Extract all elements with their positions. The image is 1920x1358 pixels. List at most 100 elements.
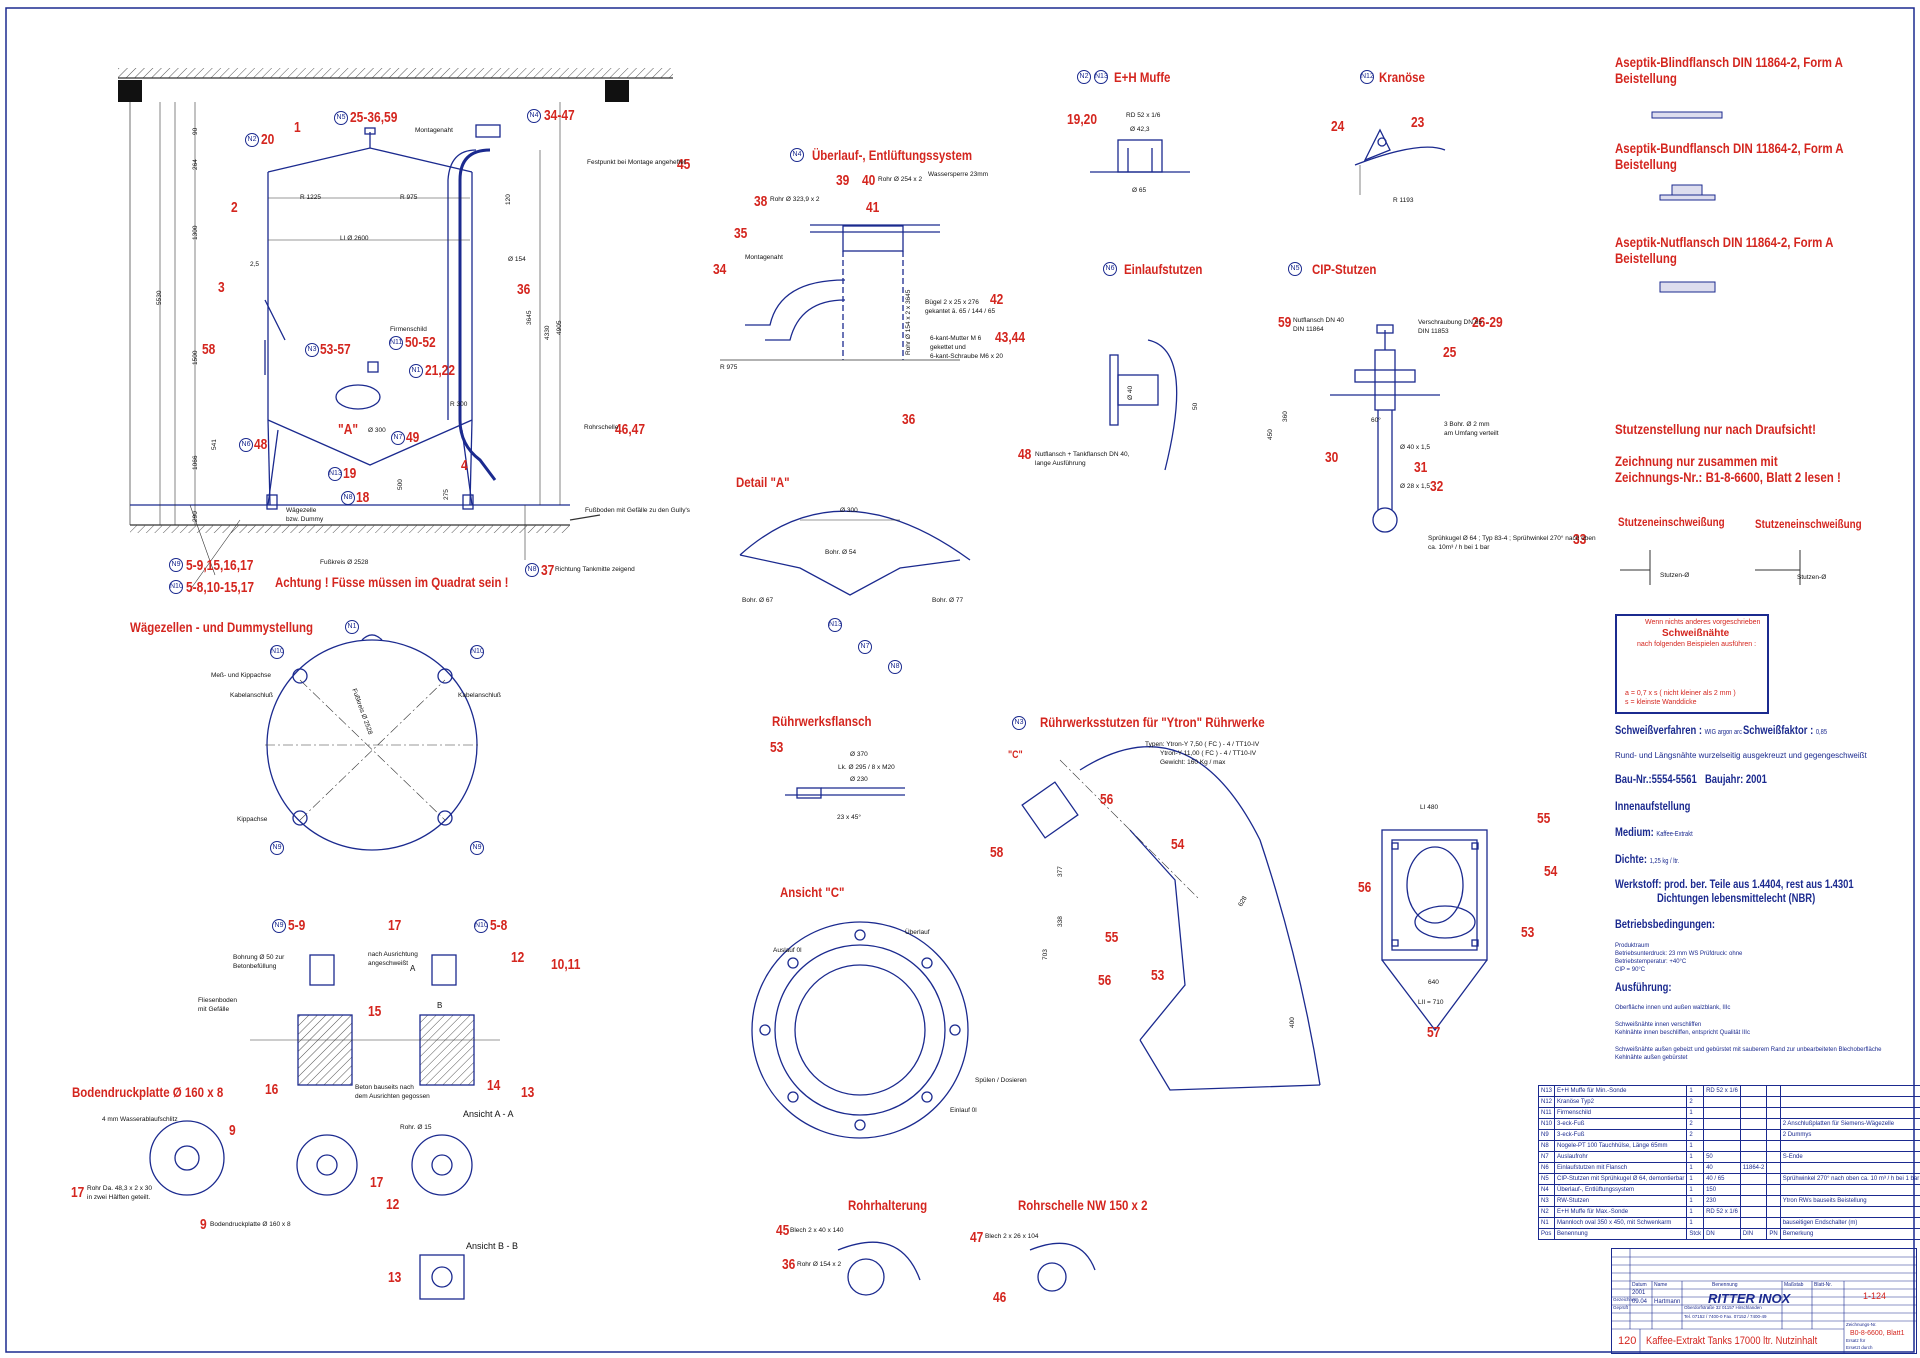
title-block-grid: [1612, 1249, 1916, 1353]
bom-cell: N2: [1537, 1206, 1556, 1218]
note-build-no: Bau-Nr.:5554-5561: [1615, 774, 1697, 786]
bom-cell: 40 / 65: [1703, 1173, 1741, 1185]
weld-note-line1: Wenn nichts anderes vorgeschrieben: [1645, 619, 1761, 626]
tb-label-replaces: Ersatz für: [1846, 1338, 1866, 1343]
note-medium: Medium: Kaffee-Extrakt: [1615, 827, 1693, 839]
dim-90: 90: [192, 127, 199, 135]
bom-cell: [1766, 1217, 1781, 1229]
callout-48: 48: [254, 436, 268, 453]
dim-cip-360: 360: [1282, 411, 1289, 422]
label-pipe-clamp: Rohrschelle: [584, 424, 619, 431]
note-exec-5: Kehlnähte außen gebürstet: [1615, 1055, 1688, 1061]
label-din-2: DIN 11853: [1418, 328, 1449, 335]
bom-cell: [1703, 1140, 1741, 1152]
callout-45b: 45: [776, 1222, 790, 1239]
label-r975: R 975: [720, 364, 738, 371]
title-block: Datum Name Benennung Maßstab Blatt-Nr. G…: [1611, 1248, 1917, 1354]
nozzle-marker-n6b: N6: [1103, 262, 1117, 276]
label-nozzle-d-2: Stutzen-Ø: [1797, 574, 1827, 581]
bom-cell: 40: [1703, 1162, 1741, 1174]
nozzle-marker-n9b: N9: [270, 841, 284, 855]
bom-cell: [1766, 1140, 1781, 1152]
bom-cell: [1739, 1085, 1768, 1097]
label-concrete: Beton bauseits nach: [355, 1084, 414, 1091]
bom-cell: [1779, 1107, 1920, 1119]
tb-label-scale: Maßstab: [1784, 1282, 1804, 1288]
bom-cell: 1: [1686, 1195, 1705, 1207]
load-cell-plan: [265, 634, 478, 851]
bom-cell: N11: [1537, 1107, 1556, 1119]
bom-cell: Stck: [1686, 1228, 1705, 1240]
callout-3: 3: [218, 279, 225, 296]
heading-kranose: Kranöse: [1379, 69, 1425, 85]
bom-cell: [1766, 1151, 1781, 1163]
label-holes-2: am Umfang verteilt: [1444, 430, 1499, 437]
label-assembly-seam-2: Montagenaht: [745, 254, 783, 261]
callout-25-36: 25-36,59: [350, 109, 398, 126]
callout-57: 57: [1427, 1024, 1441, 1041]
label-types-2: Ytron-Y 11,00 ( FC ) - 4 / TT10-IV: [1160, 750, 1257, 757]
callout-54: 54: [1171, 836, 1185, 853]
note-drawing-ref-2: Zeichnungs-Nr.: B1-8-6600, Blatt 2 lesen…: [1615, 469, 1841, 485]
foot-details: [149, 954, 500, 1300]
bom-cell: S-Ende: [1779, 1151, 1920, 1163]
callout-17c: 17: [370, 1174, 384, 1191]
callout-54b: 54: [1544, 863, 1558, 880]
agitator-nozzle-drawing: [1021, 746, 1321, 1091]
dim-cip-60: 60°: [1371, 417, 1381, 424]
company-logo: RITTER INOX: [1708, 1291, 1791, 1306]
dim-541: 541: [211, 439, 218, 450]
heading-groove-flange: Aseptik-Nutflansch DIN 11864-2, Form A: [1615, 234, 1834, 250]
callout-36b: 36: [902, 411, 916, 428]
dim-275: 275: [443, 489, 450, 500]
bom-cell: Pos: [1537, 1228, 1556, 1240]
dim-inlet-d40: Ø 40: [1127, 385, 1134, 400]
label-section-b: B: [437, 1001, 443, 1010]
warning-feet-square: Achtung ! Füsse müssen im Quadrat sein !: [275, 574, 509, 590]
nozzle-marker-n8c: N8: [888, 660, 902, 674]
nozzle-marker-n13c: N13: [828, 618, 842, 632]
label-groove-flange-2: lange Ausführung: [1035, 460, 1086, 467]
label-dummy: bzw. Dummy: [286, 516, 324, 523]
bom-cell: 2 Dummys: [1779, 1129, 1920, 1141]
bom-cell: 2: [1686, 1129, 1705, 1141]
callout-42: 42: [990, 291, 1004, 308]
callout-30: 30: [1325, 449, 1339, 466]
callout-56c: 56: [1358, 879, 1372, 896]
heading-pipe-support: Rohrhalterung: [848, 1197, 928, 1213]
heading-blind-flange: Aseptik-Blindflansch DIN 11864-2, Form A: [1615, 54, 1843, 70]
callout-13b: 13: [388, 1269, 402, 1286]
label-bore-77: Bohr. Ø 77: [932, 597, 964, 604]
label-pipe-323: Rohr Ø 323,9 x 2: [770, 196, 820, 203]
callout-21-22: 21,22: [425, 362, 456, 379]
callout-36: 36: [517, 281, 531, 298]
bom-cell: [1766, 1129, 1781, 1141]
note-exec-2: Schweißnähte innen verschliffen: [1615, 1022, 1702, 1028]
callout-45: 45: [677, 156, 691, 173]
weld-note-line2: Schweißnähte: [1662, 628, 1730, 639]
bom-cell: 1: [1686, 1162, 1705, 1174]
note-execution: Ausführung:: [1615, 982, 1672, 994]
tank-elevation: [118, 68, 673, 533]
bom-cell: 1: [1686, 1151, 1705, 1163]
bom-cell: 1: [1686, 1184, 1705, 1196]
weld-note-box: Wenn nichts anderes vorgeschrieben Schwe…: [1615, 614, 1769, 714]
bom-cell: Benennung: [1554, 1228, 1688, 1240]
dim-4905: 4905: [556, 320, 563, 335]
label-din: DIN 11864: [1293, 326, 1324, 333]
bom-cell: N7: [1537, 1151, 1556, 1163]
note-seams: Rund- und Längsnähte wurzelseitig ausgek…: [1615, 751, 1867, 760]
bom-cell: N5: [1537, 1173, 1556, 1185]
bom-cell: E+H Muffe für Min.-Sonde: [1554, 1085, 1688, 1097]
bom-cell: [1739, 1217, 1768, 1229]
bom-cell: 3-eck-Fuß: [1554, 1129, 1688, 1141]
tb-phone: Tel. 07152 / 7400-0 Fax. 07152 / 7400-49: [1684, 1314, 1767, 1319]
dim-cip-d28: Ø 28 x 1,5: [1400, 483, 1430, 490]
bom-cell: [1739, 1206, 1768, 1218]
bom-cell: [1779, 1184, 1920, 1196]
label-li480: LI 480: [1420, 804, 1439, 811]
dim-5530: 5530: [156, 290, 163, 305]
tb-label-replaced-by: Ersetzt durch: [1846, 1345, 1873, 1350]
callout-34: 34: [713, 261, 727, 278]
